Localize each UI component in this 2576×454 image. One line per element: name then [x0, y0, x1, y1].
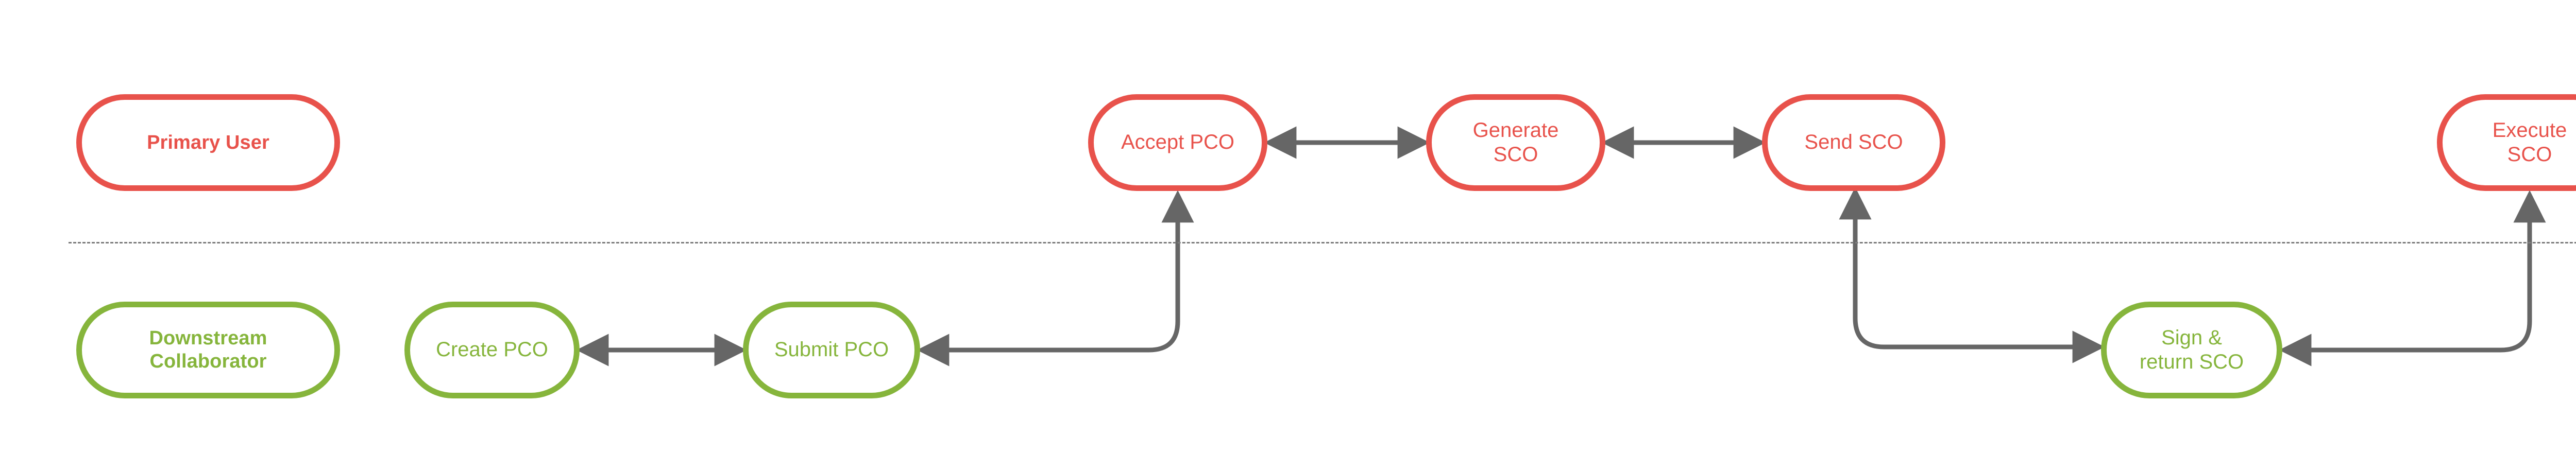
node-accept-pco[interactable]: Accept PCO: [1088, 94, 1267, 191]
edge-submit-pco-to-accept-pco: [917, 190, 1194, 366]
node-submit-pco[interactable]: Submit PCO: [743, 302, 920, 398]
edge-send-sco-to-sign-return-sco: [1839, 187, 2105, 363]
node-create-pco[interactable]: Create PCO: [404, 302, 580, 398]
edge-sign-return-sco-to-execute-sco: [2279, 190, 2546, 366]
node-execute-sco[interactable]: Execute SCO: [2437, 94, 2576, 191]
lane-badge-primary-user: Primary User: [76, 94, 340, 191]
node-send-sco[interactable]: Send SCO: [1762, 94, 1945, 191]
lane-divider: [69, 242, 2576, 243]
lane-badge-downstream-collaborator: Downstream Collaborator: [76, 302, 340, 398]
node-generate-sco[interactable]: Generate SCO: [1426, 94, 1605, 191]
node-sign-return-sco[interactable]: Sign & return SCO: [2101, 302, 2282, 398]
